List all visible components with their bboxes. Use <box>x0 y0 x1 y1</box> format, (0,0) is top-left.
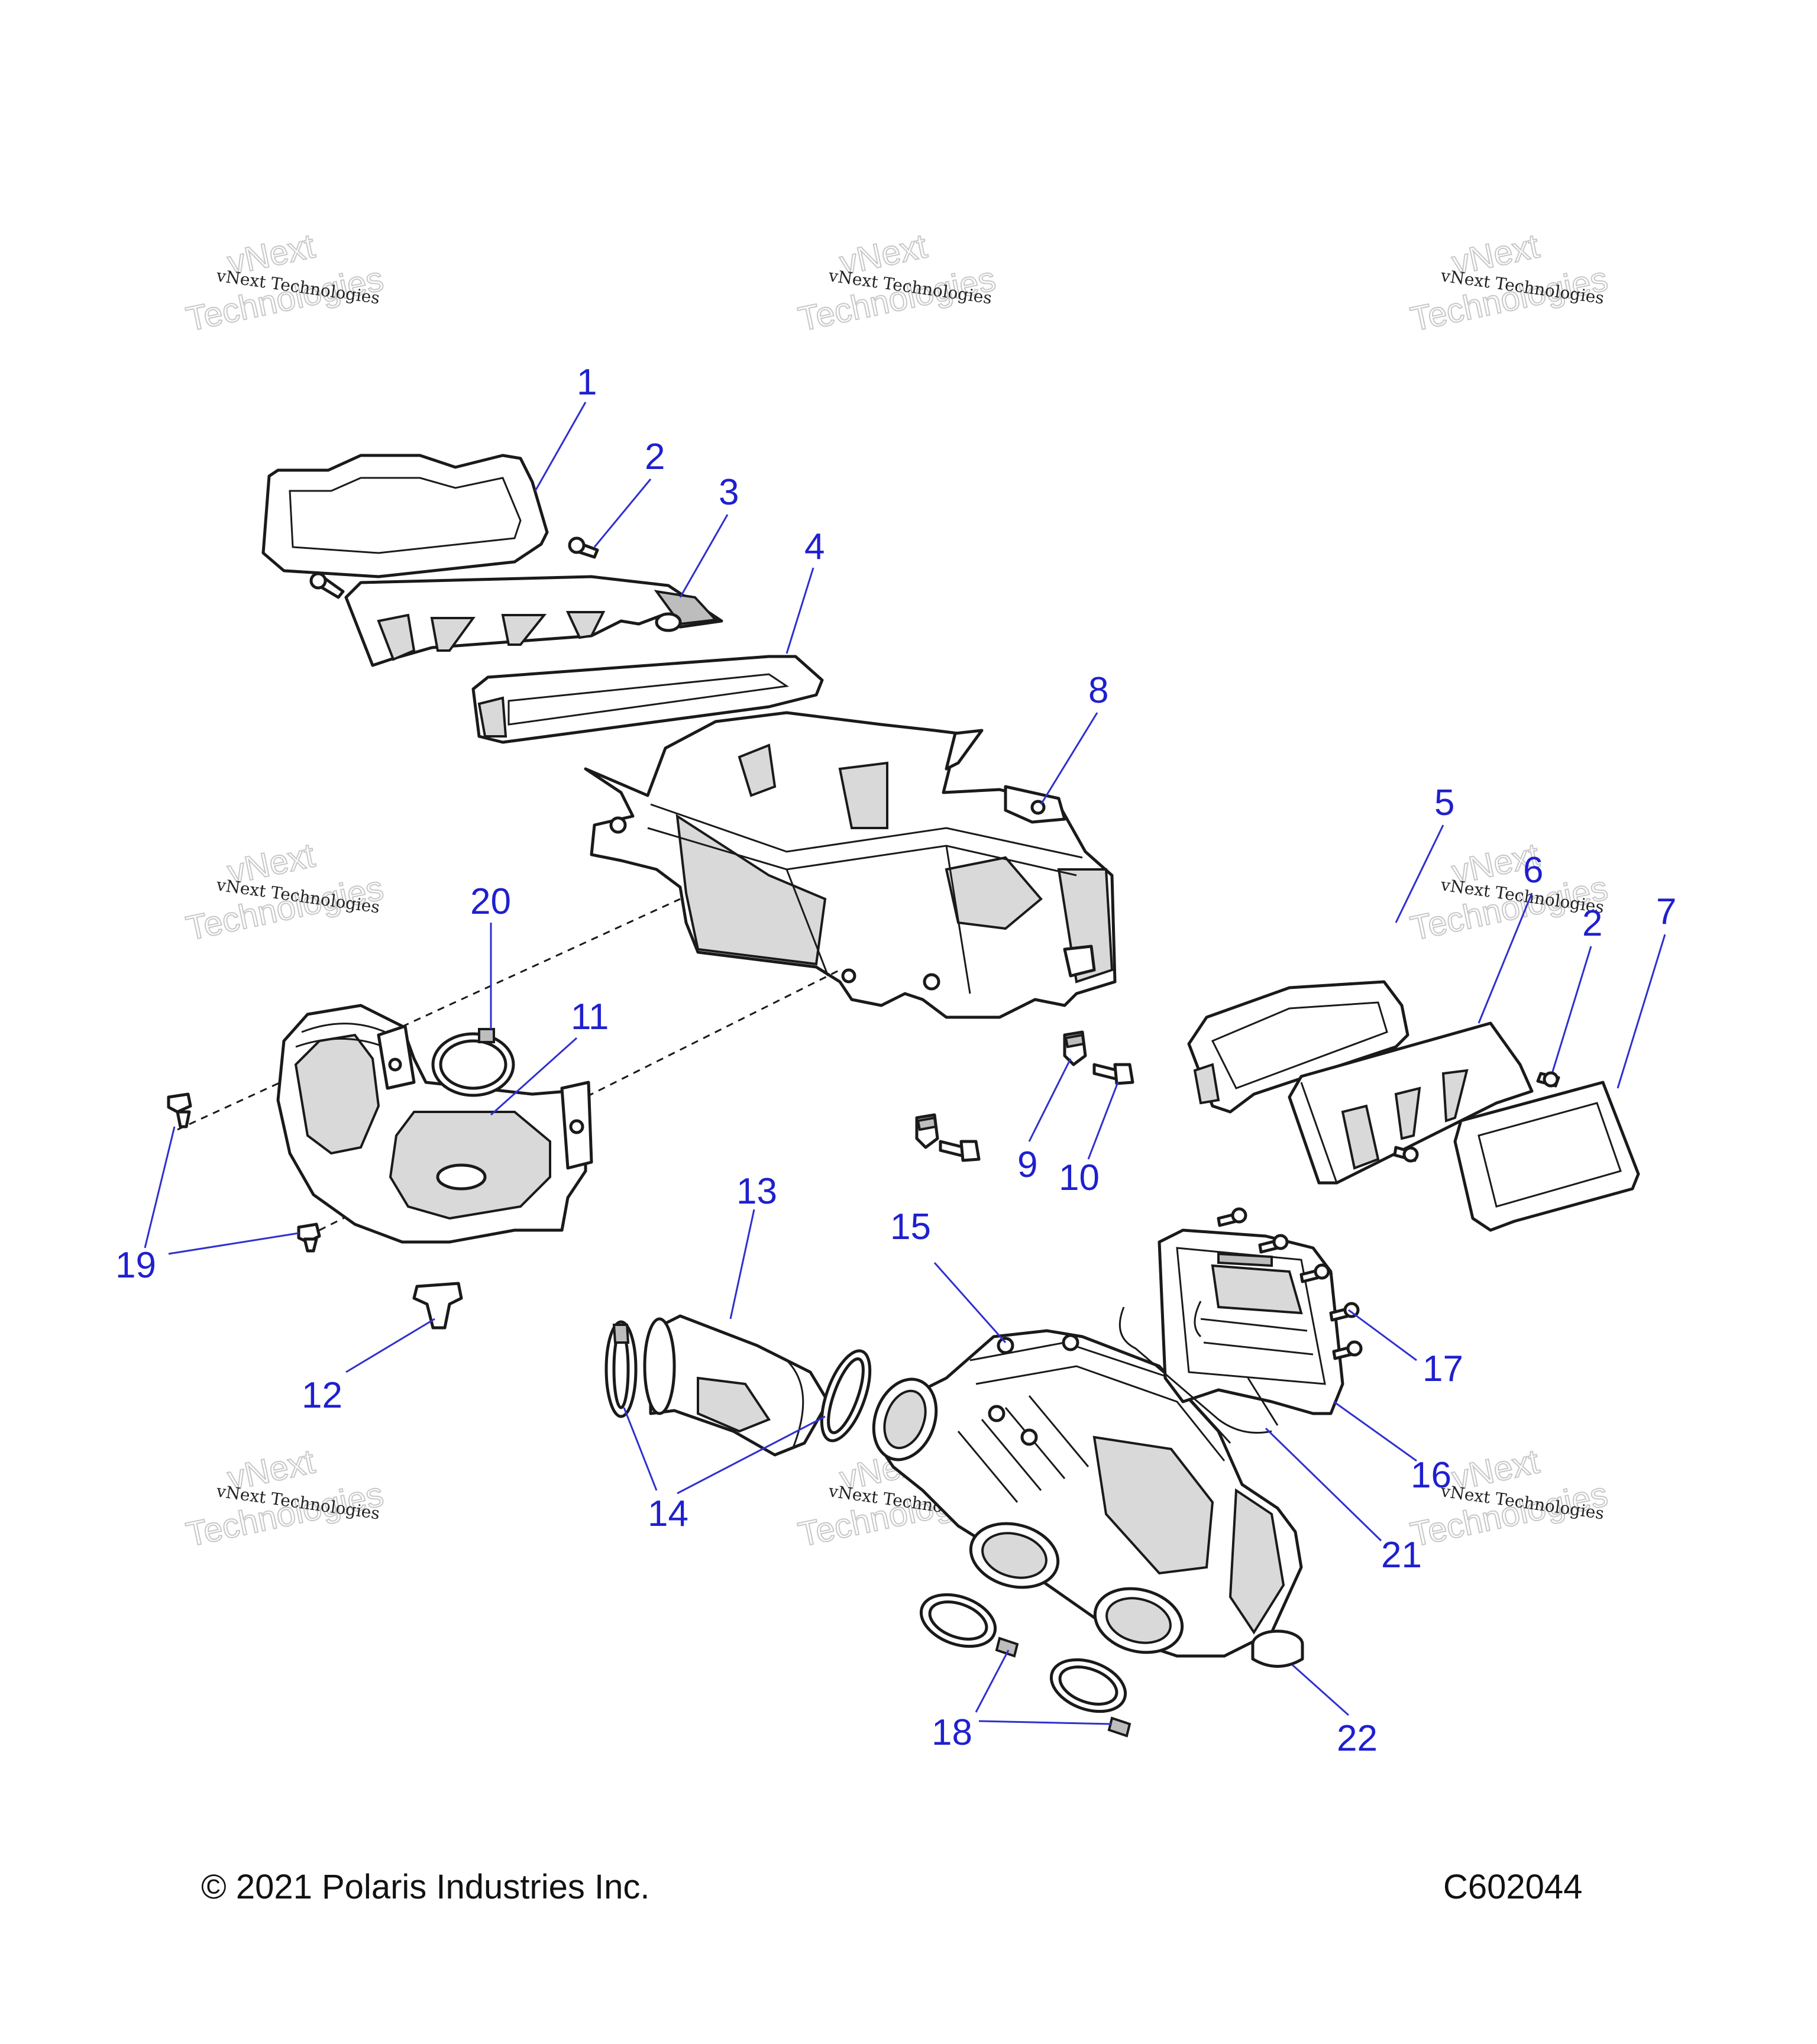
part-3-top-vent <box>344 575 723 667</box>
watermark-mid-right: vNext Technologies vNext Technologies <box>1407 835 1612 948</box>
watermark-top-right: vNext Technologies vNext Technologies <box>1407 226 1612 339</box>
part-1-screen-frame <box>261 454 549 578</box>
part-19-rivet-lower <box>297 1222 321 1253</box>
part-9-clip-left <box>915 1113 939 1149</box>
leader-19a <box>144 1126 176 1249</box>
watermark-mid-left: vNext Technologies vNext Technologies <box>182 835 387 948</box>
callout-3: 3 <box>719 472 739 513</box>
leader-3 <box>679 514 729 598</box>
part-16-filter <box>1158 1228 1344 1415</box>
leader-12 <box>345 1318 435 1373</box>
callout-18: 18 <box>932 1712 972 1753</box>
callout-12: 12 <box>302 1375 342 1416</box>
leader-21 <box>1265 1427 1382 1542</box>
part-22-plug <box>1251 1629 1304 1668</box>
part-2-screw-right-lower <box>1393 1146 1419 1163</box>
callout-16: 16 <box>1411 1455 1451 1496</box>
part-20-clamp-ring <box>431 1028 515 1097</box>
part-9-clip-right <box>1063 1030 1087 1066</box>
callout-10: 10 <box>1059 1157 1100 1198</box>
leader-7 <box>1616 934 1666 1089</box>
callout-1: 1 <box>577 362 597 403</box>
leader-22 <box>1291 1664 1350 1716</box>
callout-2-top: 2 <box>645 436 665 477</box>
leader-1 <box>534 402 587 491</box>
part-17-screw <box>1258 1234 1289 1254</box>
part-5-right-frame <box>1187 980 1409 1114</box>
callout-6: 6 <box>1523 850 1543 891</box>
alignment-line-upper <box>177 898 681 1131</box>
part-2-screw-right-top <box>568 536 599 559</box>
copyright-text: © 2021 Polaris Industries Inc. <box>201 1868 649 1906</box>
leader-18a <box>975 1650 1010 1713</box>
leader-8 <box>1040 712 1098 805</box>
part-18-clamp-left <box>919 1593 1019 1658</box>
part-12-grommet <box>412 1282 463 1330</box>
leader-5 <box>1395 824 1444 923</box>
leader-10 <box>1087 1082 1119 1160</box>
figure-id: C602044 <box>1443 1868 1582 1906</box>
part-11-intake-duct <box>276 1004 593 1244</box>
callout-2-right: 2 <box>1582 903 1602 944</box>
watermark-bottom-left: vNext Technologies vNext Technologies <box>182 1441 387 1554</box>
alignment-line-lower <box>307 969 840 1237</box>
part-13-hose <box>643 1314 830 1457</box>
part-15-airbox-body <box>872 1329 1303 1658</box>
leader-11 <box>490 1037 578 1116</box>
part-19-rivet-upper <box>167 1092 192 1128</box>
leader-18b <box>978 1720 1113 1725</box>
watermark-top-left: vNext Technologies vNext Technologies <box>182 226 387 339</box>
callout-22: 22 <box>1337 1718 1378 1759</box>
leader-14a <box>623 1407 658 1491</box>
part-10-bolt-left <box>939 1140 981 1162</box>
callout-5: 5 <box>1434 782 1454 823</box>
callout-11: 11 <box>571 997 609 1037</box>
callout-13: 13 <box>736 1171 777 1212</box>
callout-8: 8 <box>1088 670 1108 711</box>
leader-2b <box>1551 946 1592 1072</box>
leader-2a <box>593 478 652 548</box>
part-2-screw-left-top <box>309 572 345 599</box>
part-17-screw <box>1217 1207 1247 1227</box>
callout-7: 7 <box>1656 891 1676 932</box>
leader-6 <box>1477 892 1533 1024</box>
leader-16 <box>1333 1401 1417 1462</box>
leader-14b <box>677 1415 826 1495</box>
part-21-filter-clip <box>1118 1301 1279 1434</box>
leader-19b <box>168 1232 299 1255</box>
part-14-clamp-right <box>820 1349 872 1443</box>
callout-14: 14 <box>648 1493 688 1534</box>
leader-15 <box>933 1262 1007 1343</box>
part-2-screw-right-upper <box>1536 1071 1560 1088</box>
watermark-top-center: vNext Technologies vNext Technologies <box>794 226 1000 339</box>
part-18-clamp-right <box>1049 1658 1131 1738</box>
part-6-right-vent <box>1288 1021 1534 1185</box>
part-4-outer-frame <box>471 655 824 744</box>
callout-15: 15 <box>890 1207 931 1247</box>
part-14-clamp-left <box>604 1320 638 1418</box>
part-10-bolt-right <box>1092 1063 1134 1085</box>
callout-17: 17 <box>1422 1348 1463 1389</box>
part-17-screw <box>1299 1263 1330 1283</box>
callout-4: 4 <box>804 526 825 567</box>
leader-13 <box>729 1209 755 1319</box>
callout-19: 19 <box>115 1245 156 1286</box>
callout-9: 9 <box>1017 1144 1037 1185</box>
callout-21: 21 <box>1381 1535 1422 1576</box>
part-17-screw <box>1332 1340 1363 1360</box>
part-8-airbox-cover <box>584 711 1117 1019</box>
part-7-right-screen <box>1453 1081 1640 1232</box>
leader-17 <box>1348 1309 1417 1361</box>
leader-9 <box>1028 1058 1072 1142</box>
callout-20: 20 <box>470 881 511 922</box>
leader-4 <box>785 567 814 654</box>
